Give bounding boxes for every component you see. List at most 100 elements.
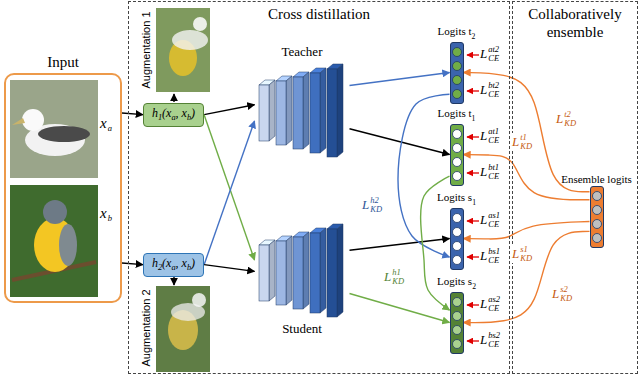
math-symbol: x [100, 206, 107, 221]
layer-side [337, 224, 343, 317]
math-symbol: L [480, 249, 487, 262]
node-heading: Logits s2 [437, 275, 476, 290]
mixed-photo [156, 286, 210, 372]
node-label: (x [162, 106, 171, 120]
logits-vector: Logits s1 [450, 208, 464, 270]
node-label: Cross distillation [268, 6, 370, 22]
network-stack: Teacher [255, 62, 350, 158]
logit-unit [452, 75, 461, 84]
subscript: b [108, 214, 112, 223]
logits-vector: Logits t2 [450, 42, 464, 104]
formula: Ls2KD [552, 285, 572, 303]
math-symbol: L [512, 247, 519, 260]
layer-side [269, 80, 275, 141]
network-layer [310, 228, 326, 313]
layer-side [286, 76, 292, 145]
formula: Lbs1CE [480, 247, 500, 265]
node-label: ) [191, 106, 195, 120]
connector [204, 265, 254, 272]
script-stack: at1CE [488, 127, 499, 145]
layer-side [286, 236, 292, 305]
superscript: bt1 [488, 163, 499, 172]
node-label: Student [282, 321, 322, 336]
subscript: CE [488, 54, 499, 63]
math-symbol: L [552, 287, 559, 300]
layer-side [320, 68, 326, 153]
superscript: t1 [520, 133, 532, 142]
node-label: Input [47, 54, 79, 70]
loss-arrow [467, 172, 479, 173]
subscript: KD [564, 119, 576, 128]
augment-arrow [173, 276, 174, 285]
connector [204, 105, 254, 115]
logit-unit [452, 157, 461, 166]
node-label: Ensemble logits [561, 173, 632, 185]
formula: Lh1KD [384, 268, 404, 286]
formula: Lat1CE [480, 127, 499, 145]
logit-unit [452, 255, 461, 264]
node-heading: Logits s1 [437, 191, 476, 206]
superscript: at2 [488, 45, 499, 54]
subscript: CE [488, 220, 500, 229]
logit-units [591, 187, 603, 247]
logit-unit [452, 129, 461, 138]
network-layer [276, 76, 292, 145]
superscript: bt2 [488, 81, 499, 90]
logit-unit [452, 311, 461, 320]
subscript: CE [488, 340, 500, 349]
logit-unit [452, 171, 461, 180]
subscript: KD [392, 277, 404, 286]
formula: xb [100, 204, 112, 223]
math-symbol: L [480, 333, 487, 346]
formula: Lat2CE [480, 45, 499, 63]
network-stack: Student [255, 222, 350, 318]
logits-vector: Logits t1 [450, 124, 464, 186]
loss-arrow [467, 340, 479, 341]
script-stack: h2KD [370, 196, 382, 214]
math-symbol: L [480, 297, 487, 310]
network-layers [255, 62, 350, 158]
bird-head [43, 200, 67, 224]
node-label: , x [176, 106, 187, 120]
bird-wing [59, 224, 77, 266]
script-stack: t2KD [564, 110, 576, 128]
node-label: h [152, 106, 158, 120]
formula: Lh2KD [362, 196, 382, 214]
script-stack: t1KD [520, 133, 532, 151]
script-stack: h1KD [392, 268, 404, 286]
superscript: s2 [560, 285, 572, 294]
math-symbol: x [100, 116, 107, 131]
node-label: Collaboratively ensemble [528, 6, 621, 40]
subscript: CE [488, 172, 499, 181]
augment-arrow [173, 94, 174, 102]
connector [464, 231, 590, 322]
logit-unit [452, 227, 461, 236]
photo-background [10, 80, 98, 178]
layer-front [276, 241, 286, 305]
bird-beak [12, 118, 25, 125]
layer-side [320, 228, 326, 313]
script-stack: as1CE [488, 211, 500, 229]
network-layer [310, 68, 326, 153]
bird-body [172, 30, 208, 50]
formula: Las2CE [480, 295, 500, 313]
script-stack: at2CE [488, 45, 499, 63]
node-label: Logits t [438, 25, 472, 37]
logit-units [451, 125, 463, 185]
superscript: as2 [488, 295, 500, 304]
script-stack: s1KD [520, 245, 532, 263]
script-stack: as2CE [488, 295, 500, 313]
subscript: CE [488, 90, 499, 99]
dashed-region: Collaboratively ensembleEnsemble logits [512, 1, 638, 374]
network-layer [259, 80, 275, 141]
subscript: KD [520, 142, 532, 151]
subscript: KD [370, 205, 382, 214]
node-heading: Logits t2 [438, 25, 476, 40]
network-layer [293, 232, 309, 309]
loss-arrow [467, 220, 479, 221]
rotated-label: Augmentation 2 [140, 289, 152, 366]
node-label: Logits s [437, 275, 472, 287]
layer-side [303, 72, 309, 149]
